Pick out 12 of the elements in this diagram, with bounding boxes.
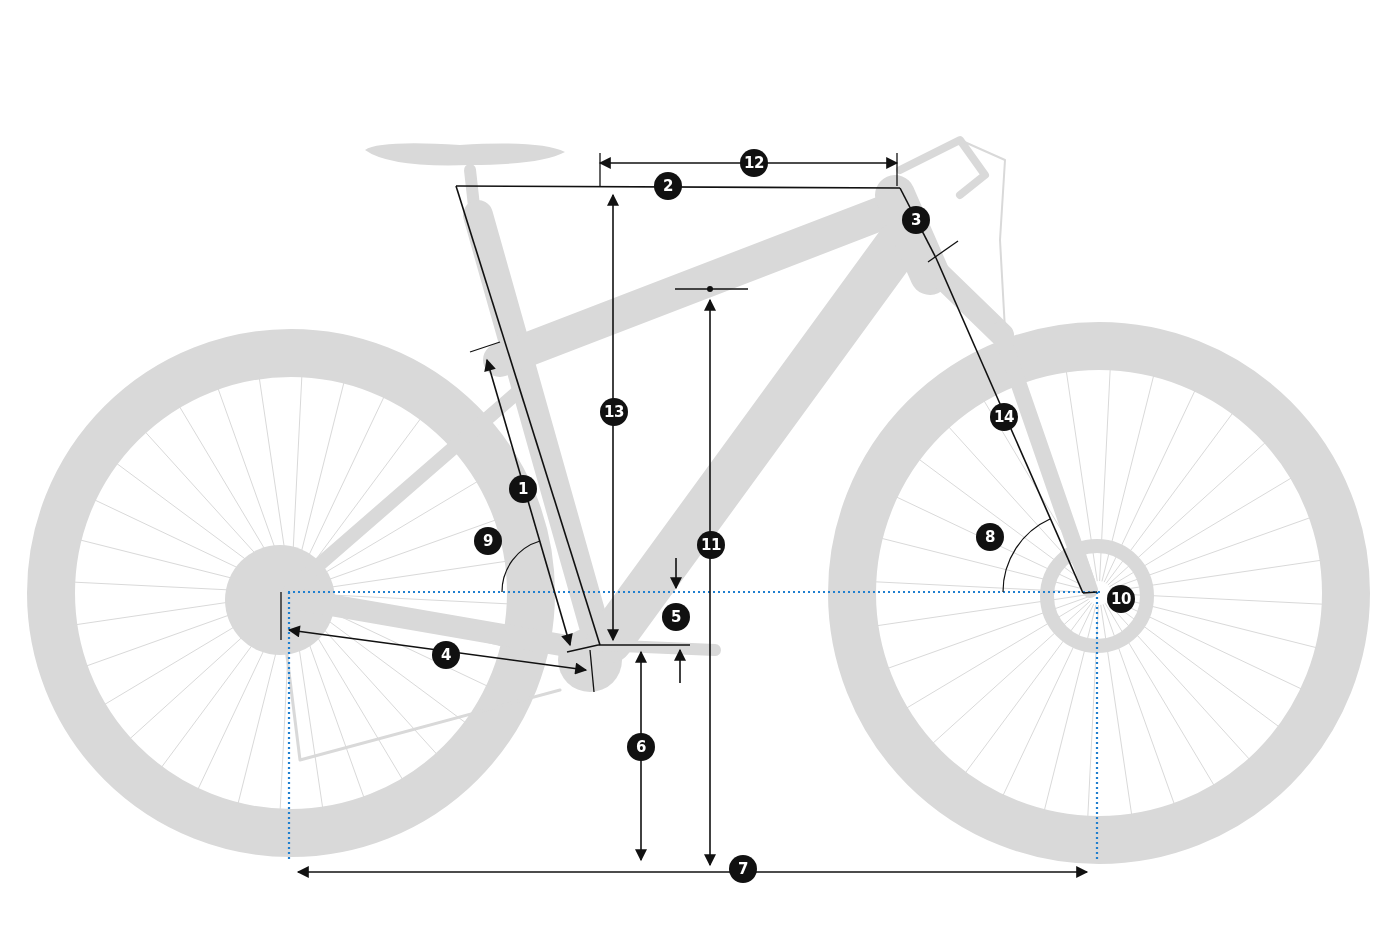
callout-number: 11 — [697, 531, 725, 559]
callout-number: 14 — [990, 403, 1018, 431]
callout-number: 2 — [654, 172, 682, 200]
callout-number: 9 — [474, 527, 502, 555]
callout-number: 5 — [662, 603, 690, 631]
callout-number: 13 — [600, 398, 628, 426]
callout-number: 4 — [432, 641, 460, 669]
callout-number: 10 — [1107, 585, 1135, 613]
callout-number: 12 — [740, 149, 768, 177]
callout-number: 8 — [976, 523, 1004, 551]
callout-number: 7 — [729, 855, 757, 883]
callout-number: 6 — [627, 733, 655, 761]
